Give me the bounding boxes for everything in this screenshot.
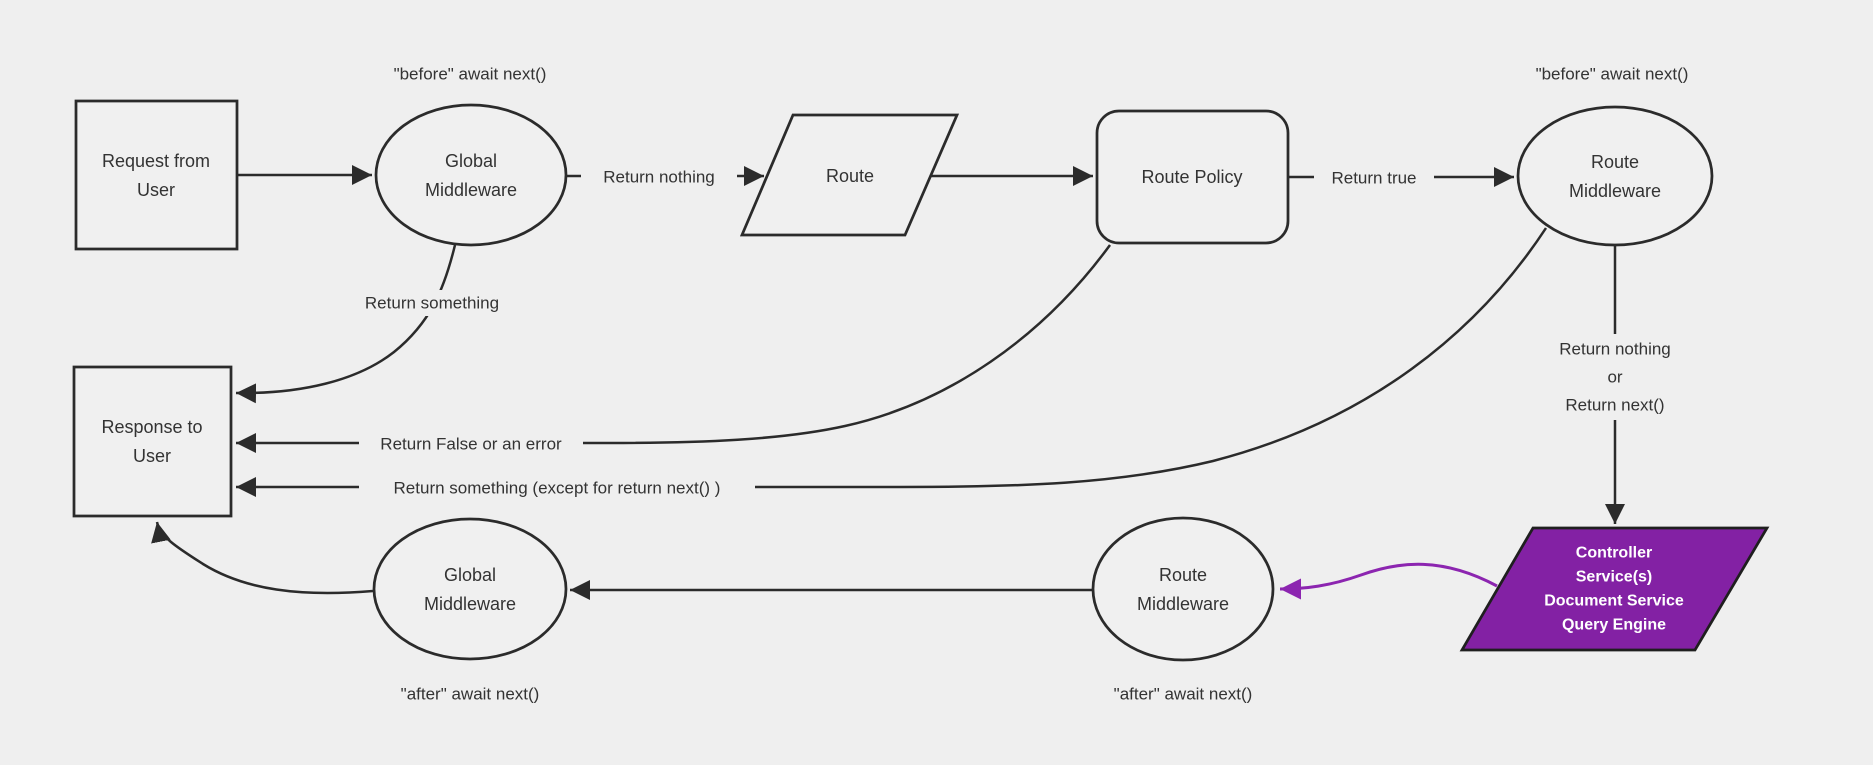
label-bg-return-something-except bbox=[359, 475, 755, 501]
node-response-to-user bbox=[72, 365, 233, 518]
label-bg-return-true bbox=[1314, 165, 1434, 191]
node-route-policy-label: Route Policy bbox=[1141, 167, 1242, 187]
label-return-nothing: Return nothing bbox=[603, 168, 715, 187]
node-controller-services-label: Query Engine bbox=[1562, 617, 1666, 634]
node-global-middleware-bottom-label: Middleware bbox=[424, 594, 516, 614]
label-return-something: Return something bbox=[365, 294, 499, 313]
node-response-to-user-label: Response to bbox=[101, 417, 202, 437]
label-before-await-next-route: "before" await next() bbox=[1536, 65, 1689, 84]
label-bg-return-nothing-or bbox=[1537, 334, 1693, 420]
label-before-await-next-global: "before" await next() bbox=[394, 65, 547, 84]
node-response-to-user-label: User bbox=[133, 446, 171, 466]
label-return-something-except: Return something (except for return next… bbox=[394, 479, 721, 498]
node-global-middleware-bottom bbox=[372, 517, 568, 661]
node-route-middleware-top-label: Middleware bbox=[1569, 181, 1661, 201]
node-request-from-user-label: User bbox=[137, 180, 175, 200]
edge-global-middleware-top-to-response bbox=[235, 244, 457, 404]
node-route bbox=[739, 113, 960, 237]
node-global-middleware-bottom-label: Global bbox=[444, 565, 496, 585]
edge-route-middleware-top-to-response bbox=[236, 227, 1548, 497]
node-controller-services bbox=[1459, 526, 1770, 652]
node-route-middleware-bottom-label: Middleware bbox=[1137, 594, 1229, 614]
node-route-middleware-top-label: Route bbox=[1591, 152, 1639, 172]
node-request-from-user-label: Request from bbox=[102, 151, 210, 171]
edge-controller-to-route-middleware-bottom bbox=[1279, 562, 1498, 600]
page-bottom-strip bbox=[0, 765, 1873, 772]
node-global-middleware-top-label: Middleware bbox=[425, 180, 517, 200]
label-return-true: Return true bbox=[1331, 169, 1416, 188]
label-return-nothing-or: Return next() bbox=[1565, 396, 1664, 415]
label-bg-return-something bbox=[345, 290, 519, 316]
node-controller-services-label: Controller bbox=[1576, 545, 1652, 562]
node-route-label: Route bbox=[826, 166, 874, 186]
node-request-from-user bbox=[74, 99, 239, 251]
node-route-middleware-top bbox=[1516, 105, 1714, 247]
label-bg-return-false bbox=[359, 431, 583, 457]
node-controller-services-label: Service(s) bbox=[1576, 569, 1653, 586]
node-global-middleware-top bbox=[374, 103, 568, 247]
label-after-await-next-route: "after" await next() bbox=[1114, 685, 1253, 704]
label-bg-return-nothing bbox=[581, 164, 737, 190]
label-return-nothing-or: or bbox=[1607, 368, 1622, 387]
edge-route-policy-to-response bbox=[236, 244, 1112, 453]
edge-global-middleware-bottom-to-response bbox=[151, 521, 374, 595]
label-return-false-or-error: Return False or an error bbox=[380, 435, 562, 454]
node-global-middleware-top-label: Global bbox=[445, 151, 497, 171]
label-return-nothing-or: Return nothing bbox=[1559, 340, 1671, 359]
node-route-middleware-bottom-label: Route bbox=[1159, 565, 1207, 585]
node-controller-services-label: Document Service bbox=[1544, 593, 1684, 610]
node-route-policy bbox=[1095, 109, 1290, 245]
node-route-middleware-bottom bbox=[1091, 516, 1275, 662]
label-after-await-next-global: "after" await next() bbox=[401, 685, 540, 704]
